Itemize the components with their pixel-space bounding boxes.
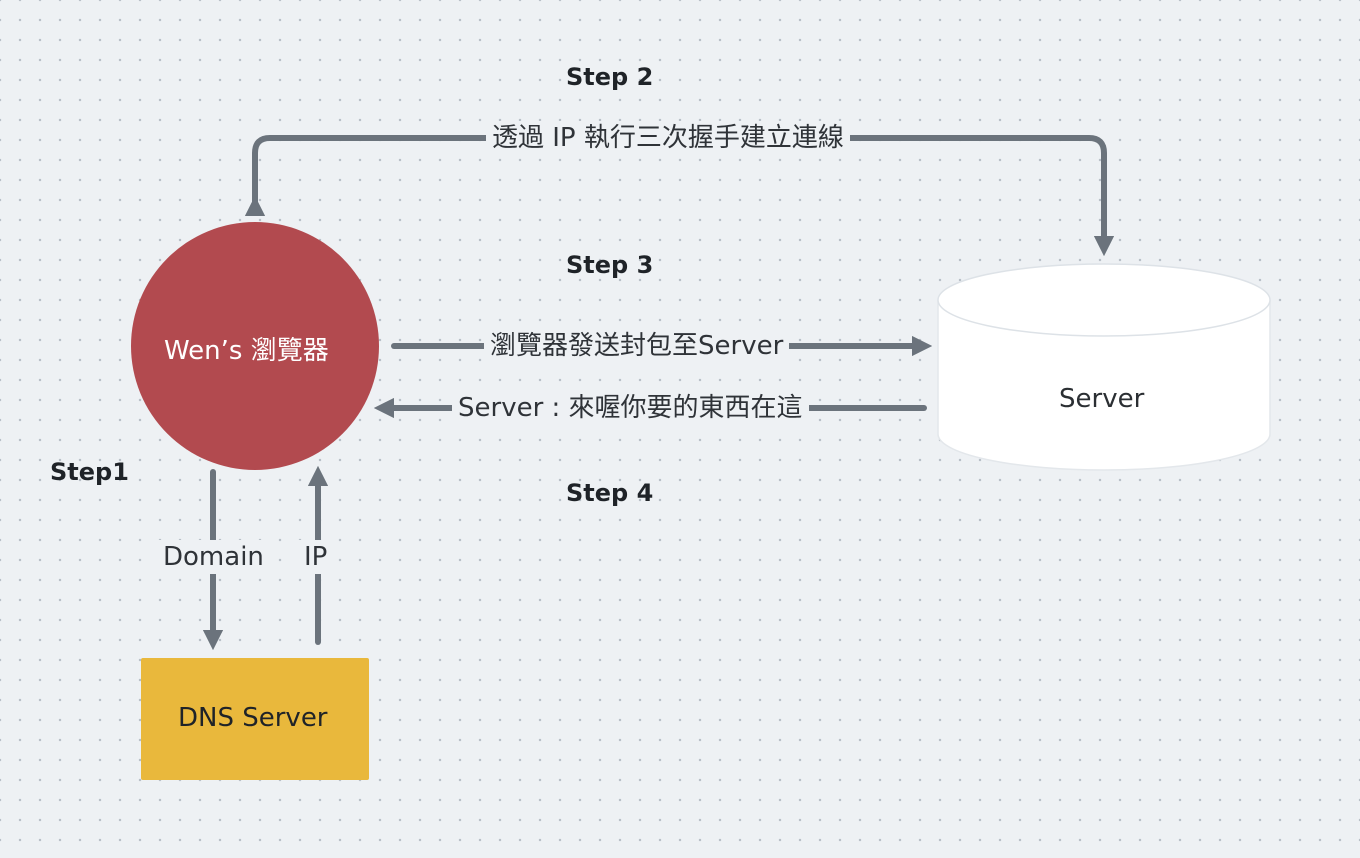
dns-server-node	[141, 658, 369, 780]
step-3-label: Step 3	[566, 251, 654, 279]
domain-label: Domain	[157, 540, 270, 574]
server-label: Server	[1059, 384, 1145, 414]
handshake-label: 透過 IP 執行三次握手建立連線	[486, 121, 850, 155]
dns-server-label: DNS Server	[178, 703, 328, 733]
ip-label: IP	[298, 540, 334, 574]
server-node	[937, 263, 1271, 471]
browser-label: Wen’s 瀏覽器	[164, 336, 329, 366]
step-2-label: Step 2	[566, 63, 654, 91]
response-label: Server : 來喔你要的東西在這	[452, 391, 809, 425]
send-packet-label: 瀏覽器發送封包至Server	[484, 329, 790, 363]
step-4-label: Step 4	[566, 479, 654, 507]
browser-node	[131, 222, 379, 470]
step-1-label: Step1	[50, 458, 129, 486]
